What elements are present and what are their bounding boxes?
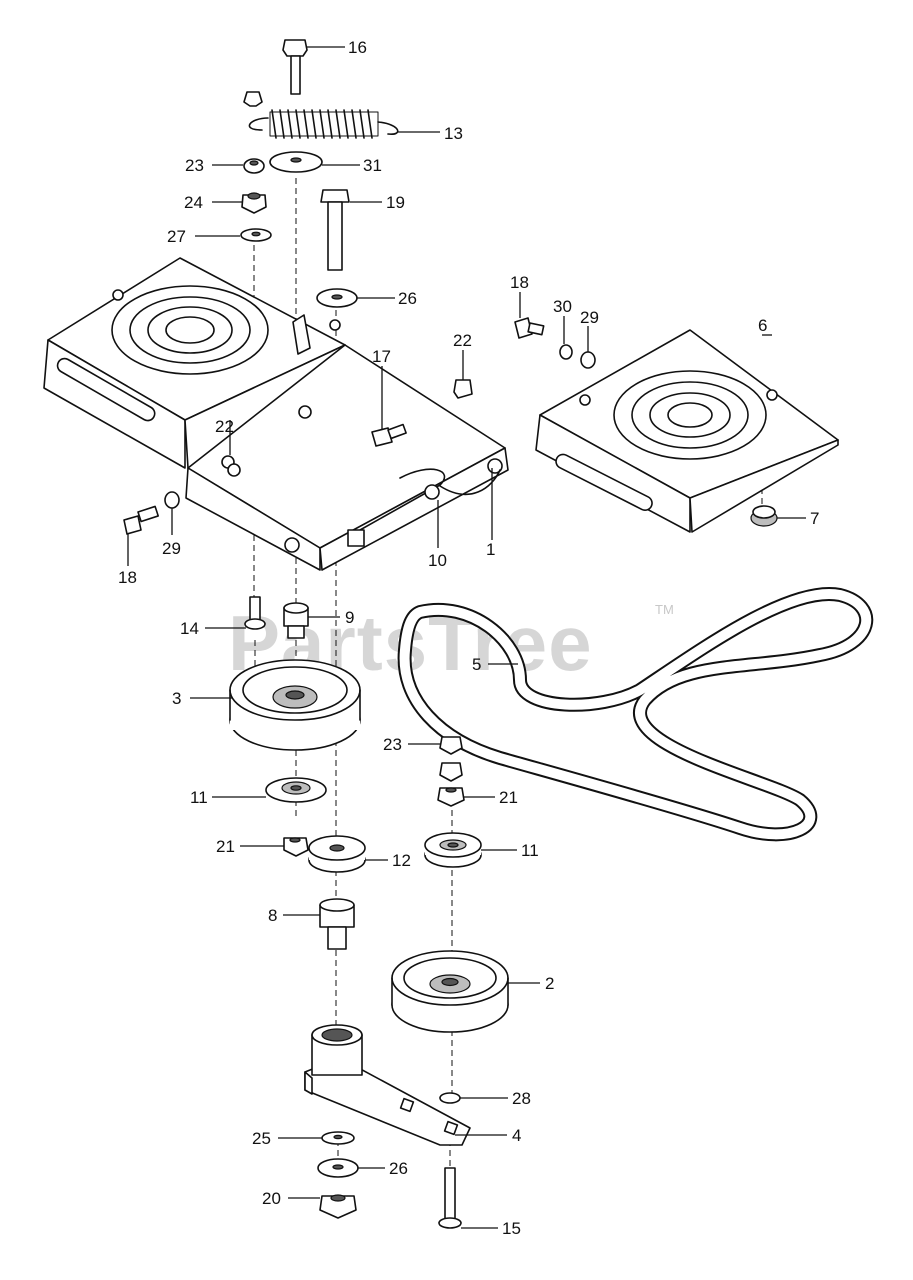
callout-21: 21 [216, 837, 235, 856]
callout-21: 21 [499, 788, 518, 807]
part-13-extension-spring [243, 91, 399, 139]
callout-7: 7 [810, 509, 819, 528]
callout-17: 17 [372, 347, 391, 366]
part-8-shoulder-spacer [319, 898, 355, 950]
callout-10: 10 [428, 551, 447, 570]
part-29-washer-left [164, 491, 180, 509]
callout-20: 20 [262, 1189, 281, 1208]
part-15-bolt [438, 1167, 462, 1229]
callout-16: 16 [348, 38, 367, 57]
part-12-spacer [308, 835, 366, 873]
part-14-stud [244, 596, 266, 630]
callout-26: 26 [398, 289, 417, 308]
callout-14: 14 [180, 619, 199, 638]
part-26-washer-upper [316, 288, 358, 308]
callout-9: 9 [345, 608, 354, 627]
leader-lines [127, 46, 806, 1229]
part-3-pulley [229, 659, 361, 751]
part-21-nut-left [283, 837, 309, 857]
part-11-bearing-left [265, 777, 327, 803]
part-24-nut [241, 192, 267, 214]
callout-29: 29 [580, 308, 599, 327]
callout-1: 1 [486, 540, 495, 559]
callout-12: 12 [392, 851, 411, 870]
callout-26: 26 [389, 1159, 408, 1178]
callout-6: 6 [758, 316, 767, 335]
part-2-pulley [391, 950, 509, 1033]
part-4-idler-arm [304, 1024, 471, 1146]
part-28-washer [439, 1092, 461, 1104]
callout-5: 5 [472, 655, 481, 674]
part-23-nut-right [439, 736, 463, 782]
callout-2: 2 [545, 974, 554, 993]
callout-23: 23 [185, 156, 204, 175]
callout-8: 8 [268, 906, 277, 925]
callout-30: 30 [553, 297, 572, 316]
callout-24: 24 [184, 193, 203, 212]
part-21-nut-right [437, 787, 465, 807]
part-18-bolt-right [514, 317, 545, 339]
part-9-spacer [283, 602, 309, 639]
callout-13: 13 [444, 124, 463, 143]
part-20-nut [319, 1194, 357, 1219]
part-23-nut-upper [243, 158, 265, 174]
callout-19: 19 [386, 193, 405, 212]
part-16-bolt [282, 39, 308, 95]
callout-4: 4 [512, 1126, 521, 1145]
part-30-lock-washer [559, 344, 573, 360]
part-19-bolt [320, 189, 350, 271]
callout-3: 3 [172, 689, 181, 708]
part-7-bumper [750, 505, 778, 527]
callout-22: 22 [215, 417, 234, 436]
part-1-idler-plate [185, 344, 509, 571]
callout-15: 15 [502, 1219, 521, 1238]
part-25-washer [321, 1131, 355, 1145]
callout-11: 11 [190, 788, 208, 807]
part-17-bolt [371, 423, 407, 447]
callout-23: 23 [383, 735, 402, 754]
callout-22: 22 [453, 331, 472, 350]
svg-text:TM: TM [655, 602, 674, 617]
callout-29: 29 [162, 539, 181, 558]
part-29-washer-right [580, 351, 596, 369]
part-5-belt [397, 586, 874, 842]
callout-27: 27 [167, 227, 186, 246]
callout-11: 11 [521, 841, 539, 860]
part-27-washer [240, 228, 272, 242]
callout-25: 25 [252, 1129, 271, 1148]
part-18-bolt-left [123, 505, 160, 535]
part-6-right-bracket [535, 329, 839, 533]
callout-28: 28 [512, 1089, 531, 1108]
part-26-washer-lower [317, 1158, 359, 1178]
callout-31: 31 [363, 156, 382, 175]
callout-labels: 16 13 23 31 24 19 27 26 18 30 29 6 22 17… [118, 38, 819, 1238]
callout-18: 18 [118, 568, 137, 587]
part-22-nut-right [453, 379, 473, 399]
part-11-bearing-right [424, 832, 482, 868]
callout-18: 18 [510, 273, 529, 292]
